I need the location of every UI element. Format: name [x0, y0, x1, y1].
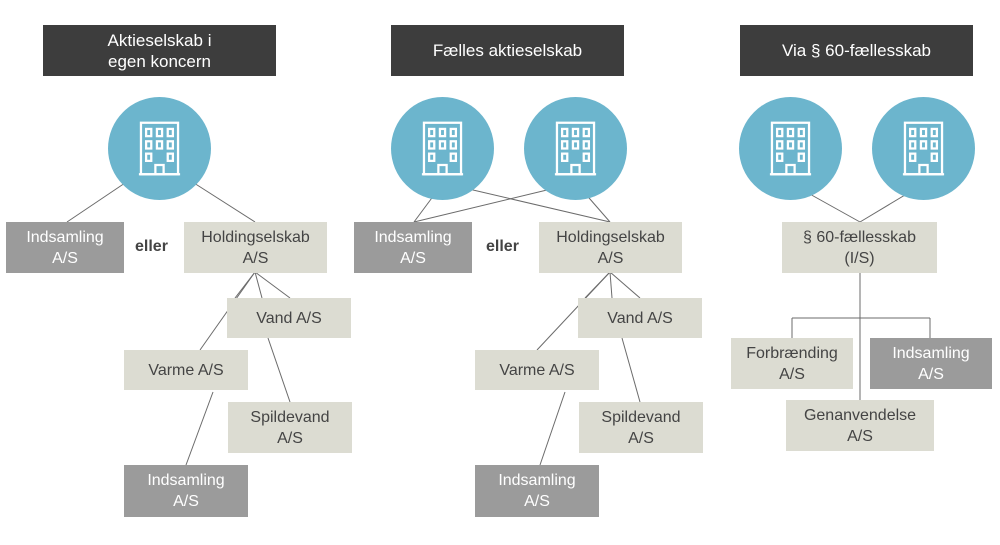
building-icon	[554, 121, 597, 176]
box-label: A/S	[242, 249, 269, 267]
box-label: Varme A/S	[499, 361, 575, 379]
box-label: Indsamling	[498, 472, 576, 489]
company-circle	[108, 97, 211, 200]
box-label: Holdingselskab	[556, 228, 665, 246]
box-label: Forbrænding	[746, 344, 838, 362]
box-label: Indsamling	[374, 228, 452, 246]
building-icon	[902, 121, 945, 176]
column-2-header: Fælles aktieselskab	[391, 25, 624, 76]
box-label: A/S	[400, 249, 426, 267]
box-label: A/S	[628, 429, 654, 447]
varme-box: Varme A/S	[475, 350, 599, 390]
box-label: A/S	[779, 365, 805, 383]
company-circle	[739, 97, 842, 200]
box-label: Indsamling	[26, 228, 104, 246]
column-3-header: Via § 60-fællesskab	[740, 25, 973, 76]
company-circle	[391, 97, 494, 200]
building-icon	[421, 121, 464, 176]
box-label: Holdingselskab	[201, 228, 310, 246]
box-label: Vand A/S	[256, 309, 322, 327]
vand-box: Vand A/S	[227, 298, 351, 338]
box-label: Varme A/S	[148, 361, 224, 379]
header-line: egen koncern	[107, 51, 212, 71]
or-label: eller	[135, 238, 168, 255]
faellesskab-box: § 60-fællesskab (I/S)	[782, 222, 937, 273]
box-label: A/S	[173, 493, 199, 510]
box-label: Genanvendelse	[803, 406, 917, 424]
box-label: A/S	[918, 365, 944, 383]
header-line: Via § 60-fællesskab	[782, 41, 931, 60]
box-label: A/S	[52, 249, 78, 267]
building-icon	[769, 121, 812, 176]
box-label: Indsamling	[892, 344, 970, 362]
box-label: A/S	[277, 429, 303, 447]
box-label: A/S	[524, 493, 550, 510]
box-label: A/S	[847, 427, 873, 445]
vand-box: Vand A/S	[578, 298, 702, 338]
header-line: Fælles aktieselskab	[432, 41, 583, 60]
header-line: Aktieselskab i	[107, 30, 212, 50]
box-label: (I/S)	[844, 249, 875, 267]
company-circle	[872, 97, 975, 200]
box-label: Vand A/S	[607, 309, 673, 327]
box-label: Indsamling	[147, 472, 225, 489]
company-circle	[524, 97, 627, 200]
or-label: eller	[486, 238, 519, 255]
box-label: § 60-fællesskab	[803, 228, 916, 246]
varme-box: Varme A/S	[124, 350, 248, 390]
building-icon	[138, 121, 181, 176]
box-label: A/S	[597, 249, 624, 267]
box-label: Spildevand	[250, 408, 330, 426]
box-label: Spildevand	[601, 408, 681, 426]
